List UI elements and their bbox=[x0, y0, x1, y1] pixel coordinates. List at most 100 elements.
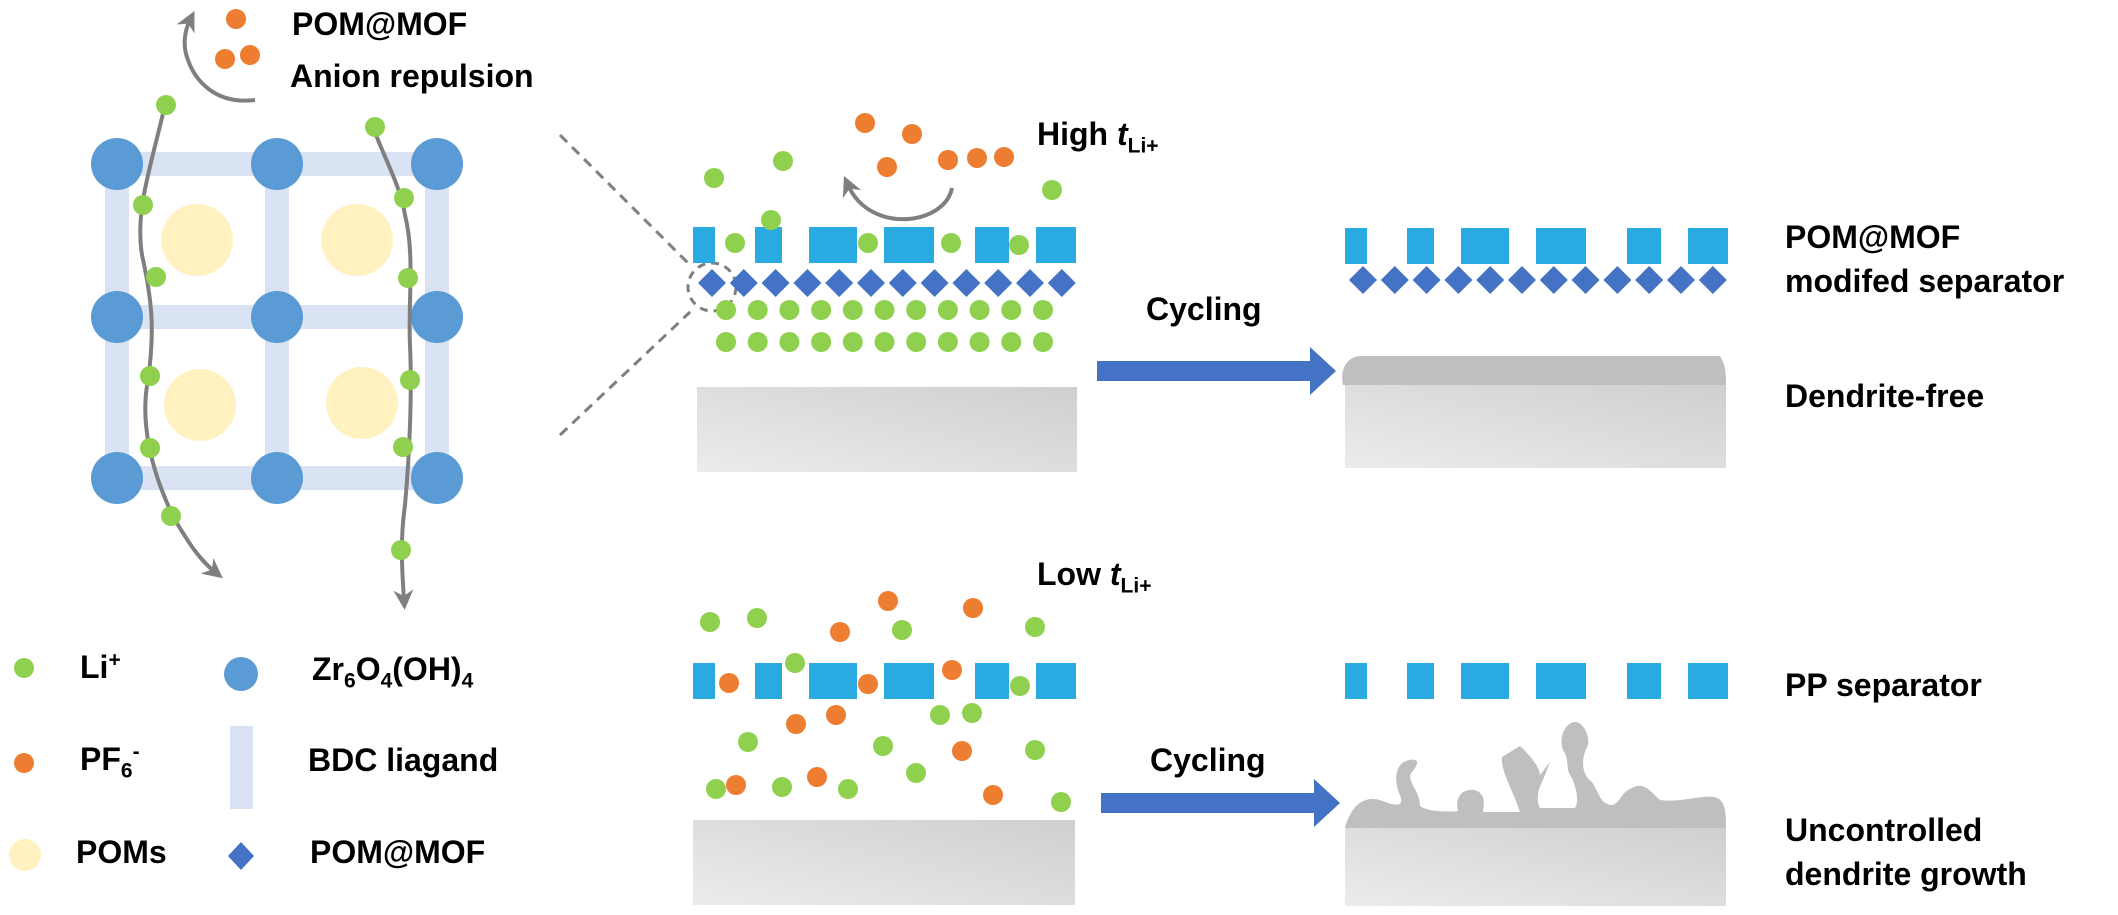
zr-node bbox=[411, 138, 463, 190]
mof-lattice bbox=[91, 138, 463, 504]
pf6-anion bbox=[719, 673, 739, 693]
dendrite-growth-label-line2: dendrite growth bbox=[1785, 856, 2027, 892]
legend-pf6-symbol bbox=[14, 753, 34, 773]
zr-node bbox=[91, 291, 143, 343]
pom-mof-particle bbox=[952, 269, 981, 297]
deposited-li-ion bbox=[716, 300, 736, 320]
legend-pom-symbol bbox=[9, 839, 41, 871]
pom-mof-particle bbox=[1380, 266, 1409, 294]
li-ion bbox=[930, 705, 950, 725]
separator-block bbox=[1036, 663, 1076, 699]
pom-cluster bbox=[326, 367, 398, 439]
pf6-anion bbox=[963, 598, 983, 618]
legend-poms-label: POMs bbox=[76, 834, 167, 870]
pf6-anion bbox=[786, 714, 806, 734]
li-ion bbox=[906, 763, 926, 783]
li-ion bbox=[747, 608, 767, 628]
deposited-li-ion bbox=[969, 332, 990, 352]
cycling-arrow-bottom bbox=[1101, 779, 1340, 827]
legend-bdc-label: BDC liagand bbox=[308, 742, 499, 778]
pf6-anion bbox=[967, 148, 987, 168]
deposited-li-ion bbox=[842, 300, 863, 320]
deposited-li-ion bbox=[747, 300, 768, 320]
pom-mof-particle bbox=[1539, 266, 1568, 294]
zr-node bbox=[91, 138, 143, 190]
li-ion bbox=[873, 736, 893, 756]
cycling-label-top: Cycling bbox=[1146, 291, 1262, 327]
li-ion bbox=[892, 620, 912, 640]
pf6-anion bbox=[226, 9, 246, 29]
zr-node bbox=[411, 452, 463, 504]
li-ion bbox=[391, 540, 411, 560]
li-ion bbox=[1010, 676, 1030, 696]
separator-block bbox=[1536, 663, 1586, 699]
separator-block bbox=[809, 663, 857, 699]
separator-block bbox=[1688, 663, 1728, 699]
pom-mof-particle bbox=[698, 269, 726, 297]
zr-node bbox=[91, 452, 143, 504]
pf6-anion bbox=[240, 45, 260, 65]
zr-node bbox=[411, 291, 463, 343]
pom-mof-particle bbox=[1412, 266, 1441, 294]
pf6-anion bbox=[994, 147, 1014, 167]
separator-block bbox=[693, 227, 715, 263]
pom-mof-particle bbox=[920, 269, 949, 297]
legend-zr-label: Zr6O4(OH)4 bbox=[312, 651, 474, 693]
separator-block bbox=[1627, 228, 1661, 264]
separator-block bbox=[884, 663, 934, 699]
li-dendrites bbox=[1345, 722, 1726, 828]
pom-mof-particle bbox=[1016, 269, 1044, 297]
li-ion bbox=[773, 151, 793, 171]
deposited-li-ion bbox=[1001, 300, 1022, 320]
li-ion bbox=[400, 370, 420, 390]
cycling-label-bottom: Cycling bbox=[1150, 742, 1266, 778]
pom-mof-particle bbox=[1571, 266, 1600, 294]
pf6-anion bbox=[942, 660, 962, 680]
li-ion bbox=[1042, 180, 1062, 200]
pf6-anion bbox=[878, 591, 898, 611]
pf6-anion bbox=[855, 113, 875, 133]
legend-pom-mof-symbol bbox=[228, 842, 254, 870]
legend-symbols bbox=[9, 657, 258, 871]
separator-label-top-line1: POM@MOF bbox=[1785, 219, 1961, 255]
li-ion bbox=[704, 168, 724, 188]
pom-mof-particle bbox=[1603, 266, 1632, 294]
deposited-li-ion bbox=[1033, 332, 1053, 352]
dendrite-free-panel bbox=[1342, 228, 1728, 468]
separator-block bbox=[975, 663, 1009, 699]
li-ion bbox=[761, 210, 781, 230]
pom-mof-particle bbox=[857, 269, 885, 297]
high-t-label: High tLi+ bbox=[1037, 116, 1159, 158]
pom-mof-particle bbox=[1667, 266, 1695, 294]
separator-block bbox=[693, 663, 715, 699]
legend-li-symbol bbox=[14, 658, 34, 678]
pp-separator-label: PP separator bbox=[1785, 667, 1982, 703]
pom-mof-particle bbox=[1047, 269, 1076, 297]
zr-node bbox=[251, 452, 303, 504]
separator-block bbox=[1461, 228, 1509, 264]
pf6-anion bbox=[726, 775, 746, 795]
li-ion bbox=[398, 268, 418, 288]
pf6-anion bbox=[938, 150, 958, 170]
deposited-li-ion bbox=[716, 332, 736, 352]
li-ion bbox=[941, 233, 961, 253]
pom-cluster bbox=[321, 204, 393, 276]
li-ion bbox=[394, 188, 414, 208]
li-ion bbox=[1009, 235, 1029, 255]
low-transference-panel bbox=[693, 591, 1076, 905]
separator-block bbox=[1407, 663, 1434, 699]
separator-block bbox=[884, 227, 934, 263]
deposited-li-ion bbox=[779, 300, 800, 320]
deposited-li-ion bbox=[811, 332, 832, 352]
pom-mof-particle bbox=[793, 269, 822, 297]
deposited-li-ion bbox=[842, 332, 863, 352]
pom-mof-particle bbox=[1635, 266, 1664, 294]
li-ion bbox=[1051, 792, 1071, 812]
deposited-li-ion bbox=[937, 300, 958, 320]
li-ion bbox=[838, 779, 858, 799]
li-ion bbox=[156, 95, 176, 115]
low-t-label: Low tLi+ bbox=[1037, 556, 1152, 598]
separator-block bbox=[975, 227, 1009, 263]
li-ion bbox=[140, 366, 160, 386]
deposited-li-ion bbox=[874, 332, 895, 352]
